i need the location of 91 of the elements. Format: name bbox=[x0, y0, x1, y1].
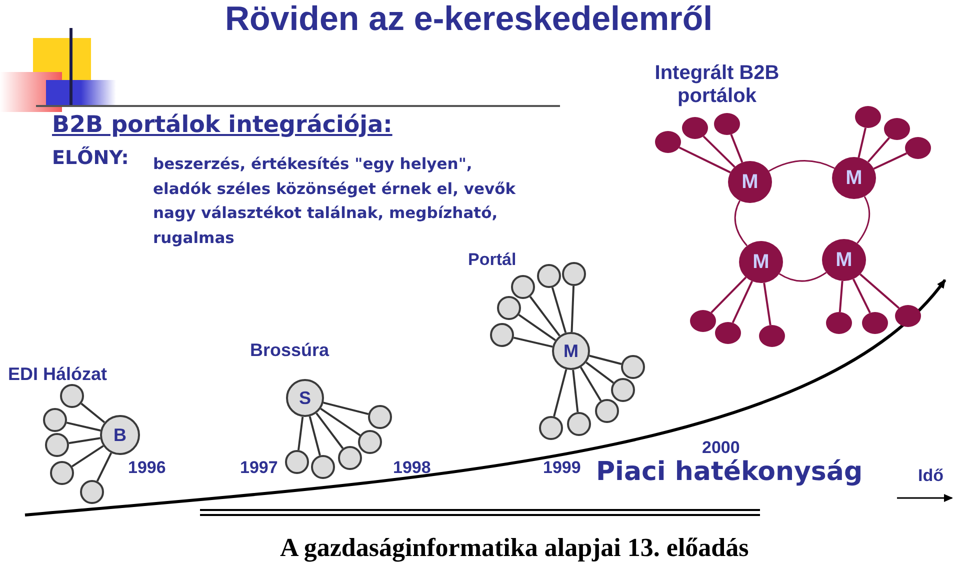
hub-node: M bbox=[728, 161, 772, 203]
connector-line bbox=[298, 416, 304, 450]
year-label: 2000 bbox=[702, 438, 740, 458]
connector-line bbox=[589, 354, 622, 365]
connector-line bbox=[867, 137, 890, 163]
leaf-node bbox=[511, 275, 535, 299]
connector-line bbox=[730, 134, 744, 163]
connector-line bbox=[763, 282, 772, 326]
year-label: 1998 bbox=[393, 458, 431, 478]
connector-line bbox=[702, 136, 736, 168]
stage-heading: EDI Hálózat bbox=[8, 364, 108, 385]
leaf-node bbox=[50, 461, 74, 485]
hub-node: M bbox=[739, 241, 783, 283]
connector-line bbox=[678, 146, 731, 174]
leaf-node bbox=[80, 480, 104, 504]
diagram-heading: Integrált B2B portálok bbox=[654, 62, 780, 108]
connector-line bbox=[572, 370, 579, 412]
advantage-label: ELŐNY: bbox=[52, 148, 129, 170]
connector-line bbox=[80, 402, 106, 424]
leaf-node bbox=[595, 399, 619, 423]
leaf-node bbox=[714, 113, 740, 135]
ring-arc bbox=[778, 272, 827, 282]
connector-line bbox=[710, 276, 747, 314]
hub-node: S bbox=[286, 379, 324, 417]
leaf-node bbox=[611, 378, 635, 402]
leaf-node bbox=[562, 262, 586, 286]
leaf-node bbox=[690, 310, 716, 332]
axis-title: Idő bbox=[918, 466, 944, 486]
stage-heading: Brossúra bbox=[250, 340, 330, 361]
leaf-node bbox=[884, 118, 910, 140]
leaf-node bbox=[715, 322, 741, 344]
leaf-node bbox=[905, 137, 931, 159]
connector-line bbox=[323, 402, 369, 416]
leaf-node bbox=[311, 455, 335, 479]
connector-line bbox=[553, 369, 568, 417]
ring-arc bbox=[768, 160, 835, 172]
leaf-node bbox=[621, 355, 645, 379]
connector-line bbox=[68, 437, 100, 444]
leaf-node bbox=[368, 405, 392, 429]
leaf-node bbox=[567, 412, 591, 436]
leaf-node bbox=[759, 325, 785, 347]
connector-line bbox=[529, 296, 560, 336]
leaf-node bbox=[490, 323, 514, 347]
leaf-node bbox=[537, 264, 561, 288]
connector-line bbox=[513, 336, 553, 348]
ring-arc bbox=[856, 196, 870, 244]
connector-line bbox=[873, 152, 908, 170]
leaf-node bbox=[358, 430, 382, 454]
hub-node: M bbox=[552, 332, 590, 370]
hub-node: M bbox=[832, 157, 876, 199]
year-label: 1997 bbox=[240, 458, 278, 478]
leaf-node bbox=[285, 450, 309, 474]
connector-line bbox=[320, 408, 361, 436]
leaf-node bbox=[45, 433, 69, 457]
year-label: 1996 bbox=[128, 458, 166, 478]
leaf-node bbox=[60, 384, 84, 408]
leaf-node bbox=[539, 416, 563, 440]
connector-line bbox=[580, 366, 602, 402]
advantage-text: beszerzés, értékesítés "egy helyen", eladók széles közönséget érnek el, vevők nagy választékot találnak, megbízható, rugalmas bbox=[153, 154, 517, 248]
connector-line bbox=[316, 412, 344, 449]
connector-line bbox=[96, 452, 112, 482]
leaf-node bbox=[895, 305, 921, 327]
leaf-node bbox=[338, 446, 362, 470]
hub-node: M bbox=[822, 239, 866, 281]
connector-line bbox=[570, 286, 575, 332]
connector-line bbox=[308, 416, 321, 456]
connector-line bbox=[860, 273, 900, 309]
slide-title: Röviden az e-kereskedelemről bbox=[225, 0, 713, 40]
connector-line bbox=[71, 445, 104, 468]
connector-line bbox=[732, 280, 753, 324]
leaf-node bbox=[862, 312, 888, 334]
leaf-node bbox=[826, 312, 852, 334]
connector-line bbox=[838, 280, 844, 312]
connector-line bbox=[586, 362, 614, 384]
connector-line bbox=[858, 128, 866, 158]
stage-heading: Portál bbox=[468, 250, 516, 270]
leaf-node bbox=[855, 106, 881, 128]
connector-line bbox=[551, 287, 567, 334]
leaf-node bbox=[497, 296, 521, 320]
leaf-node bbox=[655, 131, 681, 153]
year-label: 1999 bbox=[543, 458, 581, 478]
hub-node: B bbox=[100, 415, 140, 455]
leaf-node bbox=[682, 117, 708, 139]
axis-title: Piaci hatékonyság bbox=[596, 458, 863, 488]
connector-line bbox=[66, 422, 101, 432]
slide-footer: A gazdaságinformatika alapjai 13. előadás bbox=[280, 533, 749, 563]
ring-arc bbox=[734, 200, 748, 246]
section-heading: B2B portálok integrációja: bbox=[52, 112, 392, 138]
leaf-node bbox=[43, 408, 67, 432]
connector-line bbox=[518, 314, 556, 341]
connector-line bbox=[852, 278, 871, 314]
